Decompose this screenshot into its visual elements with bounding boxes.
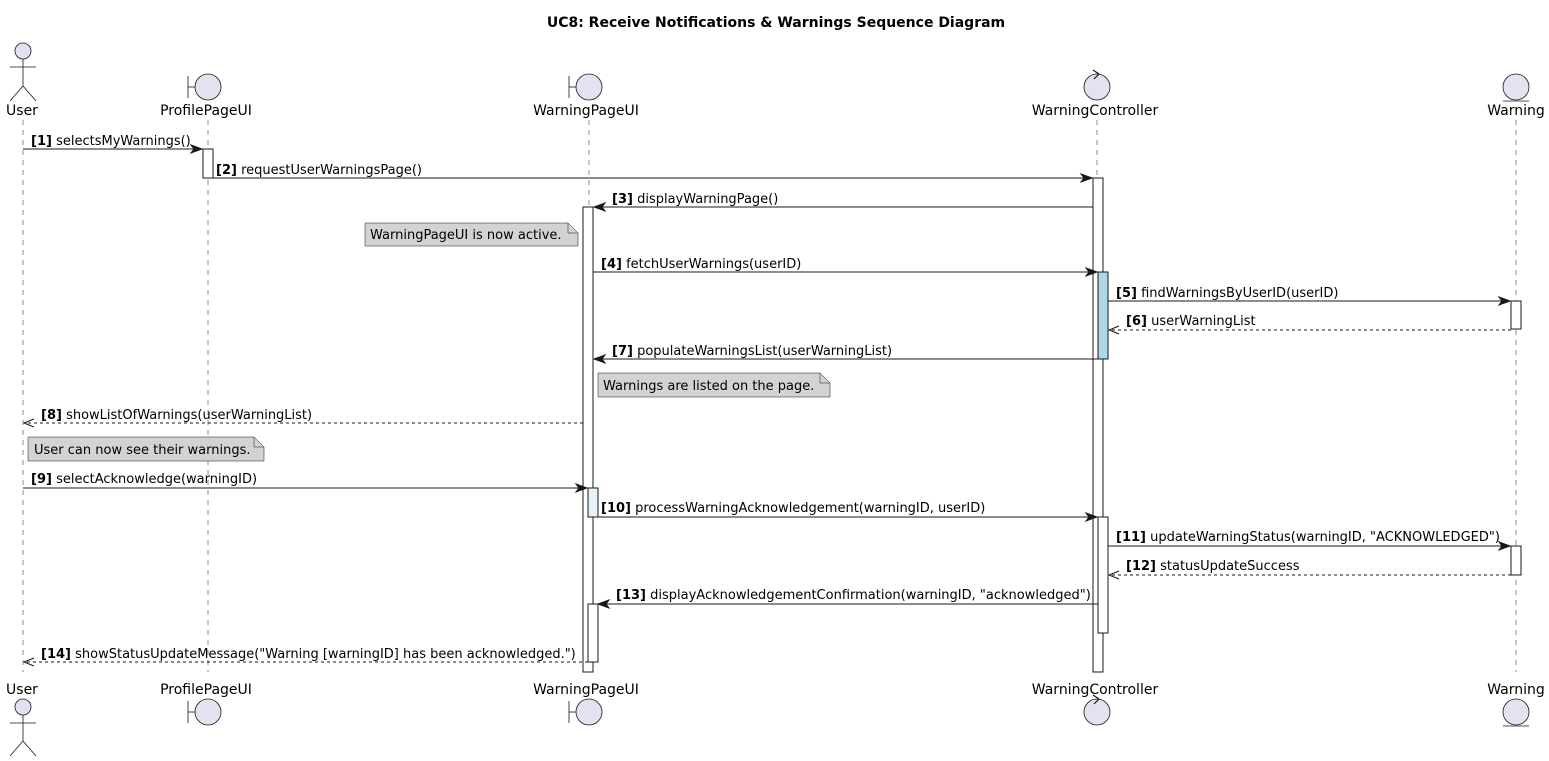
message-label: showStatusUpdateMessage("Warning [warnin… bbox=[75, 647, 576, 662]
message-number: [2] bbox=[216, 163, 237, 178]
activation-bar bbox=[202, 148, 214, 179]
activation-bar bbox=[587, 603, 599, 663]
message-11: [11] updateWarningStatus(warningID, "ACK… bbox=[1108, 530, 1512, 552]
svg-text:[5] findWarningsByUserID(userI: [5] findWarningsByUserID(userID) bbox=[1116, 286, 1338, 301]
message-8: [8] showListOfWarnings(userWarningList) bbox=[22, 408, 583, 428]
participant-user-label: User bbox=[6, 682, 38, 698]
activations bbox=[202, 148, 1522, 673]
message-number: [3] bbox=[612, 192, 633, 207]
participant-warningpageui-label: WarningPageUI bbox=[533, 682, 639, 698]
participant-warningpageui-label: WarningPageUI bbox=[533, 103, 639, 119]
control-icon bbox=[1083, 694, 1111, 726]
activation-bar bbox=[582, 206, 594, 673]
message-14: [14] showStatusUpdateMessage("Warning [w… bbox=[22, 647, 588, 667]
boundary-icon bbox=[568, 698, 603, 726]
control-icon bbox=[1083, 69, 1111, 101]
message-10: [10] processWarningAcknowledgement(warni… bbox=[598, 501, 1099, 523]
message-label: selectAcknowledge(warningID) bbox=[56, 472, 257, 487]
svg-text:[1] selectsMyWarnings(): [1] selectsMyWarnings() bbox=[31, 134, 191, 149]
activation-bar bbox=[587, 487, 599, 518]
note-text: WarningPageUI is now active. bbox=[370, 228, 562, 243]
svg-text:[7] populateWarningsList(userW: [7] populateWarningsList(userWarningList… bbox=[612, 344, 892, 359]
message-number: [9] bbox=[31, 472, 52, 487]
message-number: [10] bbox=[601, 501, 631, 516]
svg-text:[2] requestUserWarningsPage(): [2] requestUserWarningsPage() bbox=[216, 163, 422, 178]
svg-text:[9] selectAcknowledge(warningI: [9] selectAcknowledge(warningID) bbox=[31, 472, 257, 487]
diagram-title: UC8: Receive Notifications & Warnings Se… bbox=[547, 15, 1005, 31]
participant-warningcontroller-label: WarningController bbox=[1032, 682, 1159, 698]
message-5: [5] findWarningsByUserID(userID) bbox=[1108, 286, 1512, 307]
message-label: processWarningAcknowledgement(warningID,… bbox=[635, 501, 985, 516]
message-label: statusUpdateSuccess bbox=[1160, 559, 1300, 574]
message-label: findWarningsByUserID(userID) bbox=[1141, 286, 1338, 301]
boundary-icon bbox=[568, 73, 603, 101]
message-label: displayWarningPage() bbox=[637, 192, 778, 207]
svg-text:[13] displayAcknowledgementCon: [13] displayAcknowledgementConfirmation(… bbox=[616, 588, 1091, 603]
activation-bar bbox=[1097, 516, 1109, 634]
message-7: [7] populateWarningsList(userWarningList… bbox=[592, 344, 1098, 365]
activation-bar bbox=[1510, 545, 1522, 576]
message-label: requestUserWarningsPage() bbox=[241, 163, 422, 178]
message-number: [12] bbox=[1126, 559, 1156, 574]
message-2: [2] requestUserWarningsPage() bbox=[213, 163, 1094, 184]
boundary-icon bbox=[187, 698, 222, 726]
message-12: [12] statusUpdateSuccess bbox=[1107, 559, 1511, 580]
participant-profilepageui-label: ProfilePageUI bbox=[160, 682, 252, 698]
actor-icon bbox=[9, 42, 37, 102]
svg-text:[10] processWarningAcknowledge: [10] processWarningAcknowledgement(warni… bbox=[601, 501, 985, 516]
message-4: [4] fetchUserWarnings(userID) bbox=[593, 257, 1099, 278]
message-label: populateWarningsList(userWarningList) bbox=[637, 344, 892, 359]
participant-warningcontroller-label: WarningController bbox=[1032, 103, 1159, 119]
message-label: showListOfWarnings(userWarningList) bbox=[66, 408, 312, 423]
message-label: userWarningList bbox=[1151, 314, 1256, 329]
participant-warning-label: Warning bbox=[1487, 682, 1545, 698]
message-9: [9] selectAcknowledge(warningID) bbox=[23, 472, 589, 494]
message-label: displayAcknowledgementConfirmation(warni… bbox=[650, 588, 1091, 603]
message-6: [6] userWarningList bbox=[1107, 314, 1511, 335]
participants-top: User ProfilePageUI WarningPageUI Warning… bbox=[6, 42, 1545, 119]
participant-profilepageui-label: ProfilePageUI bbox=[160, 103, 252, 119]
activation-bar bbox=[1510, 300, 1522, 330]
note: WarningPageUI is now active. bbox=[364, 222, 579, 247]
message-3: [3] displayWarningPage() bbox=[592, 192, 1093, 213]
message-number: [6] bbox=[1126, 314, 1147, 329]
svg-text:[3] displayWarningPage(): [3] displayWarningPage() bbox=[612, 192, 778, 207]
participant-warning-label: Warning bbox=[1487, 103, 1545, 119]
message-number: [8] bbox=[41, 408, 62, 423]
svg-text:[4] fetchUserWarnings(userID): [4] fetchUserWarnings(userID) bbox=[601, 257, 801, 272]
note-text: User can now see their warnings. bbox=[34, 443, 251, 458]
svg-text:[11] updateWarningStatus(warni: [11] updateWarningStatus(warningID, "ACK… bbox=[1116, 530, 1500, 545]
message-number: [14] bbox=[41, 647, 71, 662]
activation-bar bbox=[1097, 271, 1109, 360]
message-13: [13] displayAcknowledgementConfirmation(… bbox=[596, 588, 1098, 610]
message-number: [4] bbox=[601, 257, 622, 272]
message-number: [11] bbox=[1116, 530, 1146, 545]
entity-icon bbox=[1502, 698, 1530, 727]
activation-bar bbox=[1092, 177, 1104, 673]
message-number: [7] bbox=[612, 344, 633, 359]
svg-text:[12] statusUpdateSuccess: [12] statusUpdateSuccess bbox=[1126, 559, 1300, 574]
entity-icon bbox=[1502, 73, 1530, 102]
participant-user-label: User bbox=[6, 103, 38, 119]
participants-bottom: User ProfilePageUI WarningPageUI Warning… bbox=[6, 682, 1545, 757]
note: Warnings are listed on the page. bbox=[597, 372, 831, 398]
svg-text:[6] userWarningList: [6] userWarningList bbox=[1126, 314, 1256, 329]
note-text: Warnings are listed on the page. bbox=[603, 379, 814, 394]
notes: WarningPageUI is now active. Warnings ar… bbox=[27, 222, 831, 462]
messages: [1] selectsMyWarnings() [2] requestUserW… bbox=[22, 134, 1512, 667]
message-number: [1] bbox=[31, 134, 52, 149]
message-label: updateWarningStatus(warningID, "ACKNOWLE… bbox=[1150, 530, 1500, 545]
message-number: [5] bbox=[1116, 286, 1137, 301]
actor-icon bbox=[9, 698, 37, 757]
boundary-icon bbox=[187, 73, 222, 101]
message-number: [13] bbox=[616, 588, 646, 603]
message-label: selectsMyWarnings() bbox=[56, 134, 191, 149]
svg-text:[8] showListOfWarnings(userWar: [8] showListOfWarnings(userWarningList) bbox=[41, 408, 312, 423]
message-1: [1] selectsMyWarnings() bbox=[23, 134, 204, 155]
note: User can now see their warnings. bbox=[27, 436, 265, 462]
svg-text:[14] showStatusUpdateMessage(": [14] showStatusUpdateMessage("Warning [w… bbox=[41, 647, 576, 662]
message-label: fetchUserWarnings(userID) bbox=[626, 257, 801, 272]
